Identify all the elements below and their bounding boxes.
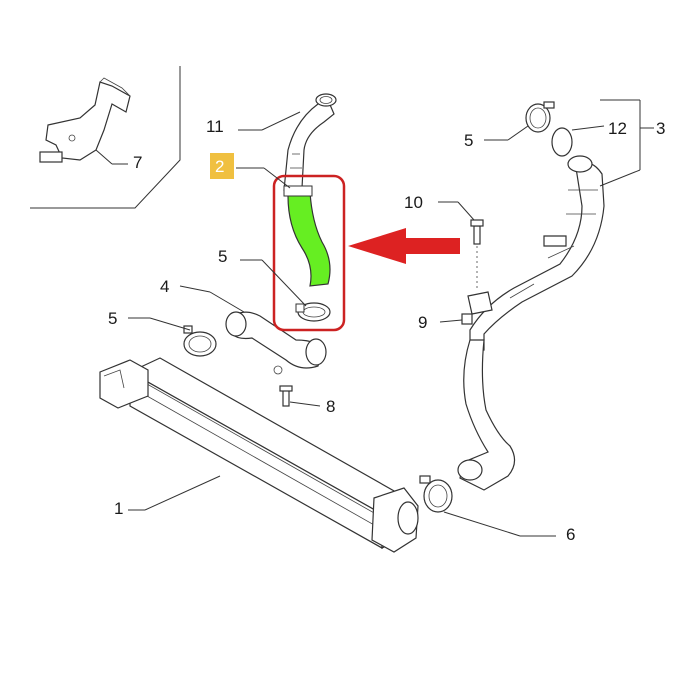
label-9: 9 bbox=[418, 313, 427, 332]
label-6: 6 bbox=[566, 525, 575, 544]
part-5-clamp-middle-leader bbox=[240, 259, 307, 307]
part-11-pipe bbox=[238, 93, 337, 191]
label-2: 2 bbox=[215, 157, 224, 176]
part-2-hose-highlighted bbox=[283, 185, 331, 322]
part-4-hose bbox=[179, 285, 327, 375]
label-5-left: 5 bbox=[108, 309, 117, 328]
label-12: 12 bbox=[608, 119, 627, 138]
part-10-bolt bbox=[438, 201, 484, 290]
part-6-clamp bbox=[419, 475, 556, 537]
label-3: 3 bbox=[656, 119, 665, 138]
part-8-bolt bbox=[279, 385, 321, 407]
label-4: 4 bbox=[160, 277, 169, 296]
part-5-clamp-top-right bbox=[484, 101, 555, 141]
bracket-frame bbox=[30, 66, 181, 209]
part-12-o-ring bbox=[551, 125, 605, 157]
part-2-badge bbox=[210, 153, 234, 179]
label-5-middle: 5 bbox=[218, 247, 227, 266]
label-5-right: 5 bbox=[464, 131, 473, 150]
part-5-clamp-left bbox=[128, 317, 217, 357]
label-1: 1 bbox=[114, 499, 123, 518]
part-3-hose bbox=[457, 99, 654, 491]
part-1-intercooler bbox=[99, 357, 419, 553]
part-7-bracket bbox=[39, 77, 131, 165]
red-arrow bbox=[348, 228, 460, 264]
part-9-nut bbox=[439, 313, 473, 325]
highlight-box bbox=[272, 174, 346, 332]
label-10: 10 bbox=[404, 193, 423, 212]
label-8: 8 bbox=[326, 397, 335, 416]
label-7: 7 bbox=[133, 153, 142, 172]
label-11: 11 bbox=[206, 117, 224, 136]
part-2-leader-b bbox=[263, 167, 291, 189]
